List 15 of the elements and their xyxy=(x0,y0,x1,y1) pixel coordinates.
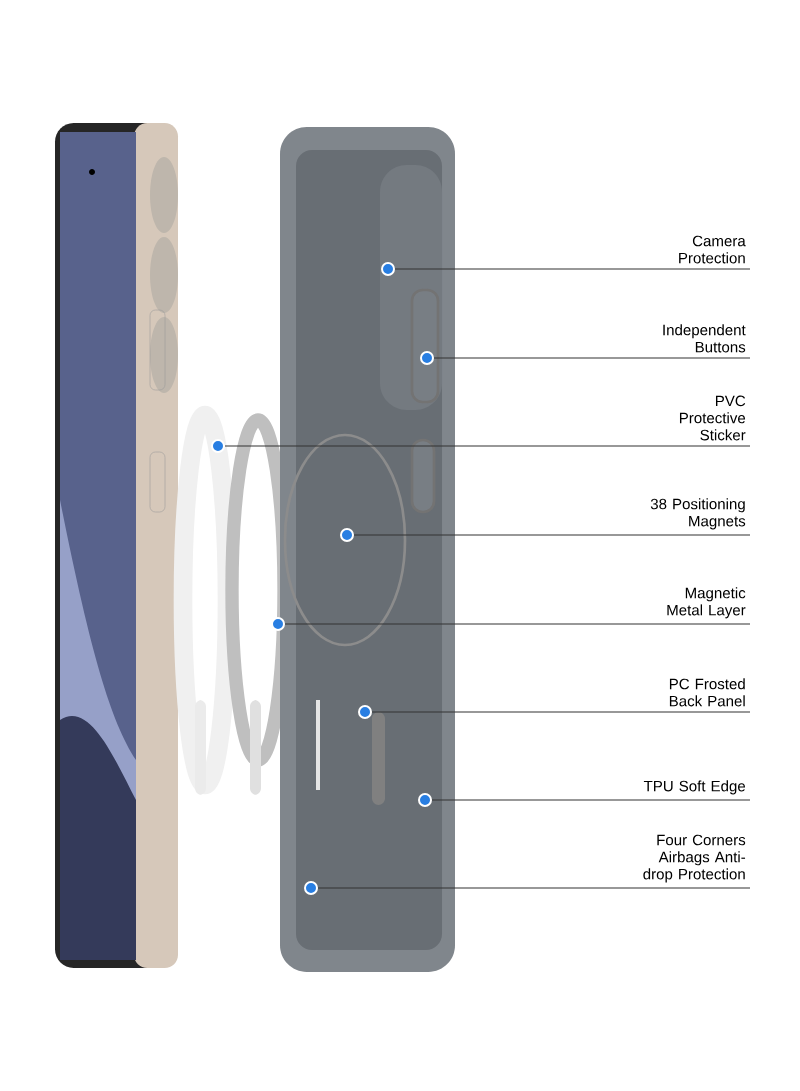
leader-line xyxy=(317,887,751,889)
callout-label: TPU Soft Edge xyxy=(643,780,746,795)
callout-label: Four Corners Airbags Anti-drop Protection xyxy=(643,834,746,883)
leader-line xyxy=(284,623,751,625)
leader-line xyxy=(431,799,751,801)
callout-label: Magnetic Metal Layer xyxy=(667,587,746,619)
leader-line xyxy=(394,268,751,270)
callout-label: PVC Protective Sticker xyxy=(680,395,746,441)
callout-label: PC Frosted Back Panel xyxy=(669,678,745,707)
leader-line xyxy=(371,711,751,713)
callout-label: 38 Positioning Magnets xyxy=(650,498,746,530)
callout-label: Camera Protection xyxy=(679,235,746,264)
leader-line xyxy=(433,357,751,359)
callout-label: Independent Buttons xyxy=(663,324,746,353)
leader-line xyxy=(353,534,751,536)
